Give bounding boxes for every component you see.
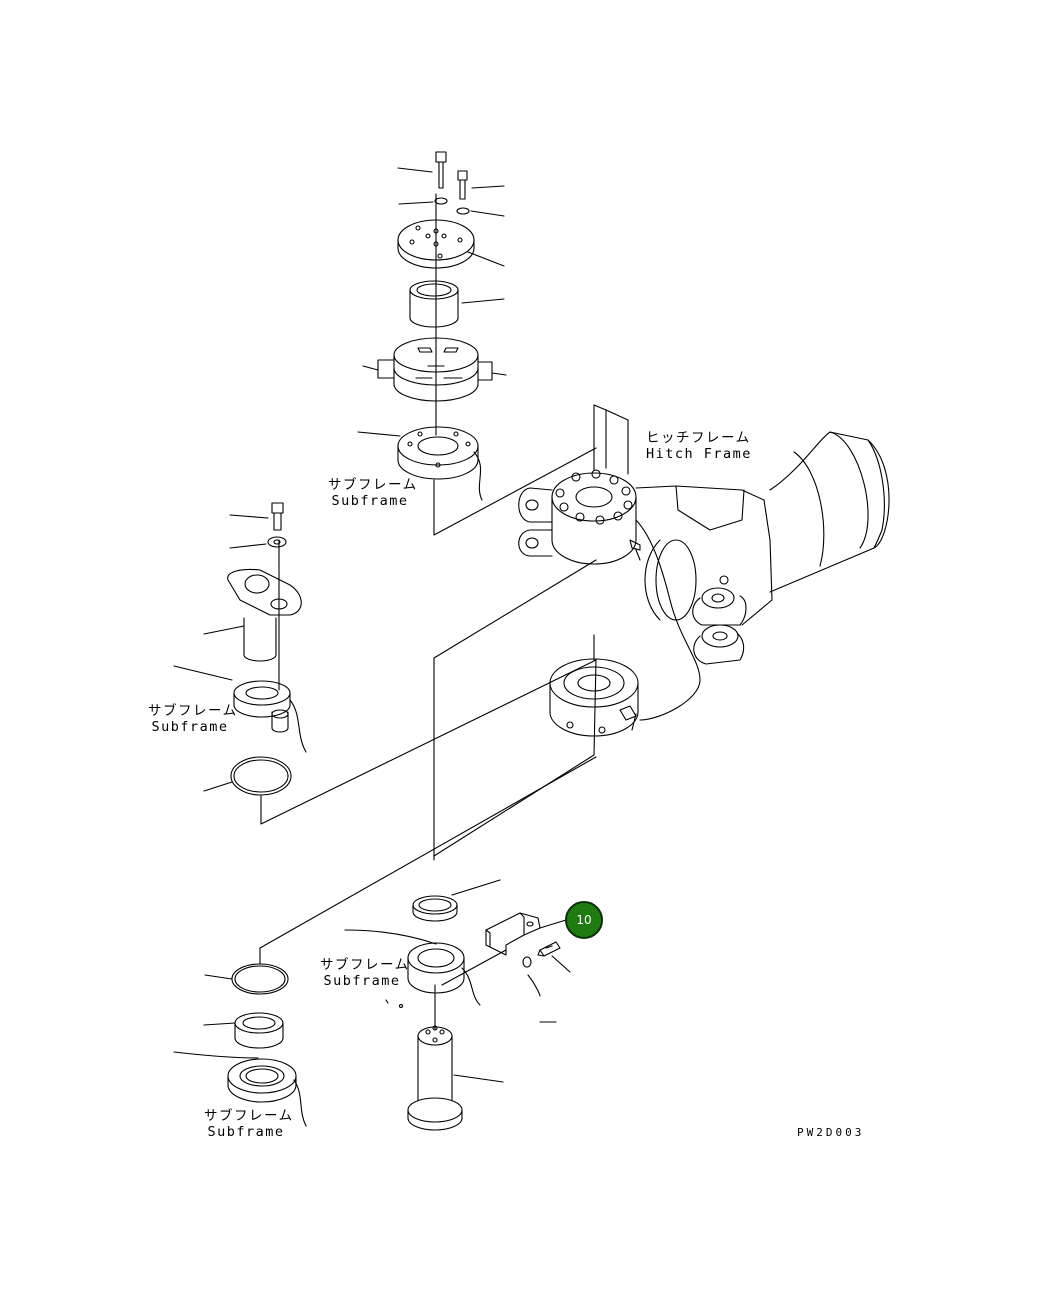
top-seat-ring <box>357 426 483 501</box>
subframe-label-center: サブフレーム Subframe <box>320 957 410 989</box>
center-bushing <box>344 929 481 1006</box>
center-dashes <box>385 999 404 1009</box>
top-cap-plate <box>397 219 505 269</box>
center-seal <box>412 879 501 922</box>
lower-bushing <box>203 1012 284 1049</box>
subframe-label-left-en: Subframe <box>151 719 229 735</box>
center-pin <box>407 1025 504 1131</box>
top-bolt-short <box>457 170 505 200</box>
callout-part-10[interactable]: 10 <box>565 901 603 939</box>
lower-seat-ring <box>173 1051 307 1127</box>
subframe-label-left-jp: サブフレーム <box>148 703 238 719</box>
left-leader-to-hitch <box>260 659 597 825</box>
subframe-label-bottom-jp: サブフレーム <box>204 1108 294 1124</box>
bracket-bolt <box>537 941 571 973</box>
hitch-leader-mid <box>433 559 597 861</box>
hitch-leader-low <box>433 659 597 857</box>
hitch-frame <box>518 404 890 737</box>
subframe-label-top: サブフレーム Subframe <box>328 477 418 509</box>
subframe-label-top-en: Subframe <box>331 493 409 509</box>
bracket-part-10 <box>441 912 567 986</box>
lower-leader-to-hitch <box>259 756 597 965</box>
left-bushing-upper <box>173 665 307 753</box>
top-bolt-long <box>397 151 447 189</box>
subframe-label-center-en: Subframe <box>323 973 401 989</box>
top-spacer-ring <box>362 337 507 402</box>
left-pin-plate <box>203 568 302 662</box>
top-bushing <box>409 280 505 328</box>
subframe-label-center-jp: サブフレーム <box>320 957 410 973</box>
subframe-label-left: サブフレーム Subframe <box>148 703 238 735</box>
subframe-label-bottom-en: Subframe <box>207 1124 285 1140</box>
left-bolt <box>229 502 284 531</box>
left-washer <box>229 536 287 549</box>
top-washer-right <box>456 207 505 217</box>
subframe-label-bottom: サブフレーム Subframe <box>204 1108 294 1140</box>
lower-o-ring <box>204 963 289 995</box>
hitch-frame-label: ヒッチフレーム Hitch Frame <box>646 430 752 462</box>
bracket-washer <box>522 956 557 1023</box>
top-leader-to-frame <box>433 447 597 536</box>
left-o-ring <box>203 756 292 796</box>
hitch-frame-label-en: Hitch Frame <box>646 446 752 462</box>
subframe-label-top-jp: サブフレーム <box>328 477 418 493</box>
drawing-code: PW2D003 <box>797 1126 865 1139</box>
top-washer-left <box>398 197 448 205</box>
hitch-frame-label-jp: ヒッチフレーム <box>646 430 751 446</box>
